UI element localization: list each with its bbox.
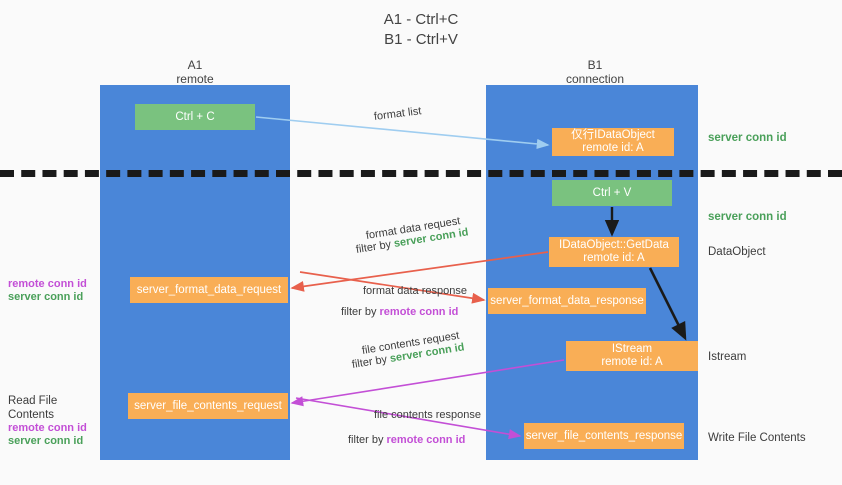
annotation-istream: Istream xyxy=(708,351,747,363)
page-title-line2: B1 - Ctrl+V xyxy=(384,31,458,48)
annotation-server-conn-id-top: server conn id xyxy=(708,132,787,144)
box-istream-line2: remote id: A xyxy=(601,356,663,368)
label-format-data-response: format data response xyxy=(363,285,467,297)
box-server-format-data-response[interactable]: server_format_data_response xyxy=(488,288,646,314)
box-idataobject-line1: 仅行IDataObject xyxy=(571,129,655,141)
box-server-file-contents-request[interactable]: server_file_contents_request xyxy=(128,393,288,419)
annotation-server-conn-id: server conn id xyxy=(8,291,84,303)
label-format-data-response-filter: filter by remote conn id xyxy=(341,305,458,319)
column-b1-name: B1 xyxy=(587,58,603,72)
box-ctrl-v-label: Ctrl + V xyxy=(592,186,632,199)
annotation-remote-conn-id: remote conn id xyxy=(8,278,87,290)
box-istream[interactable]: IStream remote id: A xyxy=(566,341,698,371)
column-a1-role: remote xyxy=(176,72,214,86)
annotation-server-conn-id-mid: server conn id xyxy=(708,211,787,223)
filter-prefix: filter by xyxy=(355,238,395,256)
annotation-server-conn-id: server conn id xyxy=(8,435,84,447)
label-format-list: format list xyxy=(373,105,423,123)
box-idataobject-line2: remote id: A xyxy=(582,142,644,154)
box-server-file-contents-response[interactable]: server_file_contents_response xyxy=(524,423,684,449)
box-ctrl-c-label: Ctrl + C xyxy=(175,110,215,123)
filter-prefix: filter by xyxy=(348,434,387,446)
annotation-read-file-contents-group: Read File Contents remote conn id server… xyxy=(8,394,103,448)
column-header-b1: B1 connection xyxy=(520,58,670,86)
filter-value-remote-conn-id: remote conn id xyxy=(379,306,459,318)
box-idataobject-getdata[interactable]: IDataObject::GetData remote id: A xyxy=(549,237,679,267)
annotation-remote-conn-id: remote conn id xyxy=(8,422,87,434)
box-server-file-contents-response-label: server_file_contents_response xyxy=(525,429,683,442)
box-server-file-contents-request-label: server_file_contents_request xyxy=(134,399,282,412)
annotation-write-file-contents: Write File Contents xyxy=(708,432,806,444)
column-a1-name: A1 xyxy=(187,58,203,72)
annotation-conn-ids-format: remote conn id server conn id xyxy=(8,278,98,304)
box-istream-line1: IStream xyxy=(611,343,653,355)
annotation-read-file-contents: Read File Contents xyxy=(8,395,58,421)
box-ctrl-c[interactable]: Ctrl + C xyxy=(135,104,255,130)
page-title-line1: A1 - Ctrl+C xyxy=(383,11,459,28)
filter-prefix: filter by xyxy=(341,306,380,318)
page-title: A1 - Ctrl+C B1 - Ctrl+V xyxy=(0,10,842,50)
annotation-dataobject: DataObject xyxy=(708,246,766,258)
filter-value-remote-conn-id: remote conn id xyxy=(386,434,466,446)
box-server-format-data-request-label: server_format_data_request xyxy=(136,283,282,296)
box-idataobject[interactable]: 仅行IDataObject remote id: A xyxy=(552,128,674,156)
filter-prefix: filter by xyxy=(351,353,391,371)
box-server-format-data-request[interactable]: server_format_data_request xyxy=(130,277,288,303)
box-getdata-line2: remote id: A xyxy=(583,252,645,264)
box-ctrl-v[interactable]: Ctrl + V xyxy=(552,180,672,206)
box-server-format-data-response-label: server_format_data_response xyxy=(490,294,644,307)
label-file-contents-response: file contents response xyxy=(374,409,482,421)
box-getdata-line1: IDataObject::GetData xyxy=(559,239,669,251)
phase-divider xyxy=(0,170,842,177)
column-header-a1: A1 remote xyxy=(120,58,270,86)
label-file-contents-response-filter: filter by remote conn id xyxy=(348,433,465,447)
column-b1-role: connection xyxy=(565,72,625,86)
